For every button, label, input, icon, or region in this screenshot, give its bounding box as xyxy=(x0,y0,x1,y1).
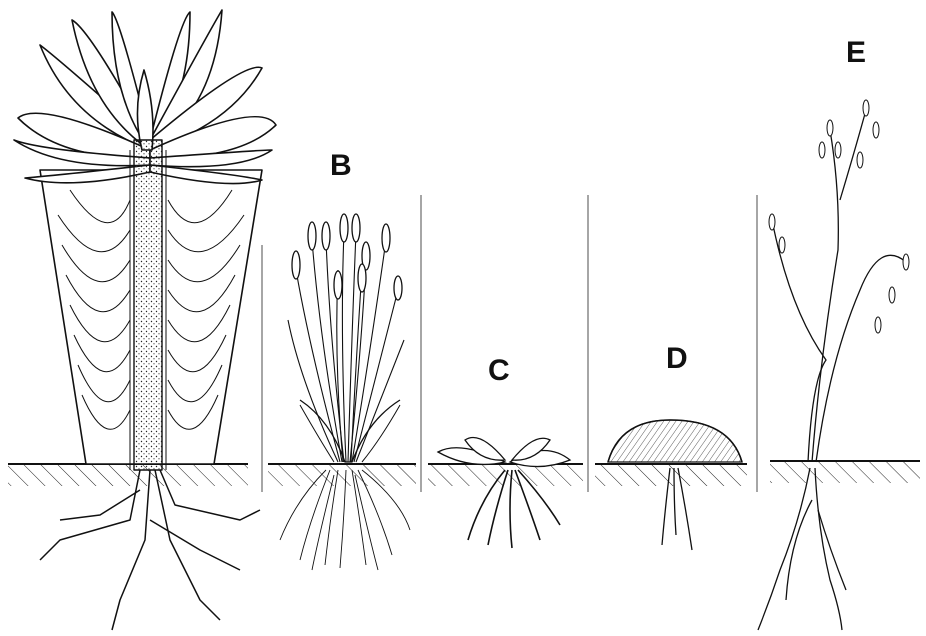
panel-label-e: E xyxy=(846,36,866,69)
ground-a xyxy=(8,464,248,486)
plant-e-spikelets xyxy=(769,100,909,333)
plant-a-giant-rosette xyxy=(14,10,276,630)
ground-e xyxy=(770,461,920,483)
plant-b-spikelets xyxy=(292,214,402,300)
ground-d xyxy=(595,464,747,486)
plant-a-roots xyxy=(40,470,260,630)
plant-e-stems xyxy=(772,110,906,462)
plant-d-cushion-body xyxy=(608,420,742,462)
ground-b xyxy=(268,464,416,486)
ground-c xyxy=(428,464,583,486)
plant-e-roots xyxy=(758,468,846,630)
panel-label-c: C xyxy=(488,354,510,387)
plant-e-tall-grass xyxy=(758,100,909,630)
plant-c-rosette xyxy=(438,438,570,549)
plant-a-stem xyxy=(134,140,162,470)
panel-label-b: B xyxy=(330,149,352,182)
plant-b-tussock xyxy=(280,214,410,570)
panel-label-d: D xyxy=(666,342,688,375)
